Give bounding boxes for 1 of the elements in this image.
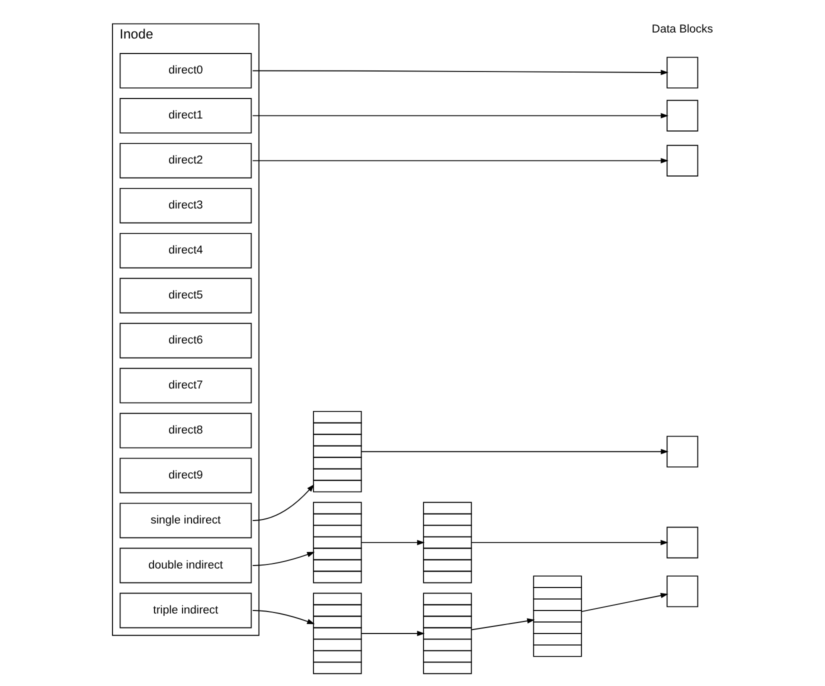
label: Data Blocks <box>651 24 713 36</box>
